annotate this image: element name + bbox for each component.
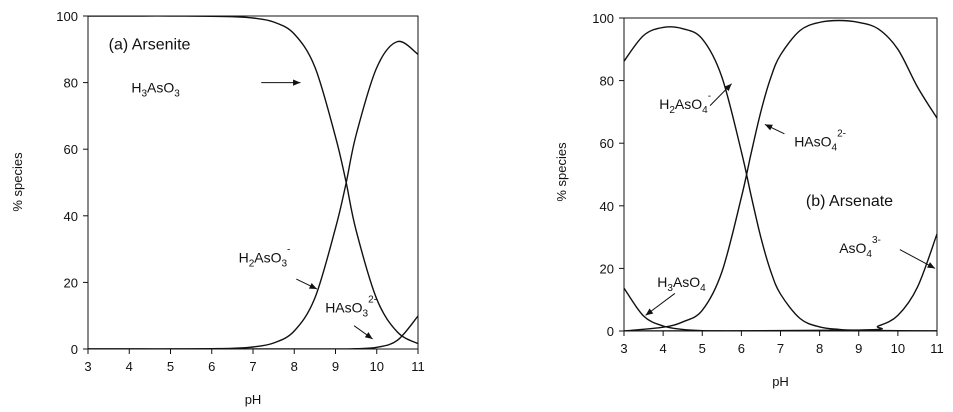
series-label-4-part-0: AsO <box>839 240 866 256</box>
y-axis-label: % species <box>10 152 25 212</box>
chart-panel-1: 3 4 5 6 7 8 9 10 11 0 20 40 60 80 100 pH % species (a) Ar… <box>10 9 425 407</box>
series-label-1-part-3: 3 <box>174 89 180 100</box>
chart-panel-2: 3 4 5 6 7 8 9 10 11 0 20 40 60 80 100 pH % species (b) Ar… <box>554 11 944 389</box>
y-tick-label: 80 <box>600 74 614 89</box>
y-tick-label: 60 <box>600 136 614 151</box>
series-label-2-part-3: 3 <box>281 258 287 269</box>
x-axis-label: pH <box>245 392 262 407</box>
x-tick-label: 7 <box>249 359 256 374</box>
series-label-2-part-4: - <box>708 91 711 102</box>
series-label-3-part-1: 3 <box>363 308 369 319</box>
annotation-arrowhead <box>764 124 773 131</box>
annotation-arrowhead <box>724 83 732 92</box>
y-tick-label: 0 <box>71 342 78 357</box>
x-axis-label: pH <box>772 374 789 389</box>
annotation-arrowhead <box>645 308 654 316</box>
y-tick-label: 100 <box>56 9 78 24</box>
series-label-1-part-2: AsO <box>673 274 700 290</box>
x-tick-label: 10 <box>370 359 384 374</box>
x-tick-label: 4 <box>126 359 133 374</box>
x-tick-label: 4 <box>660 341 667 356</box>
series-label-3-part-1: 4 <box>832 142 838 153</box>
series-label-1-part-2: AsO <box>147 80 174 96</box>
series-label-3-part-0: HAsO <box>794 133 831 149</box>
x-tick-label: 11 <box>411 359 425 374</box>
series-label-3: HAsO4 2- <box>794 128 846 153</box>
series-label-3: HAsO3 2- <box>325 294 377 319</box>
x-tick-label: 6 <box>208 359 215 374</box>
series-label-1-part-0: H <box>131 80 141 96</box>
series-label-2: H2AsO3- <box>239 244 291 269</box>
series-line-1 <box>624 287 937 331</box>
x-tick-label: 10 <box>891 341 905 356</box>
series-label-4-part-1: 4 <box>866 249 872 260</box>
series-line-4 <box>624 233 937 331</box>
x-tick-label: 11 <box>930 341 944 356</box>
annotation-arrowhead <box>364 332 373 340</box>
x-tick-label: 8 <box>291 359 298 374</box>
series-label-3-part-0: HAsO <box>325 299 362 315</box>
x-tick-label: 8 <box>816 341 823 356</box>
series-label-2-part-2: AsO <box>675 96 702 112</box>
x-tick-label: 9 <box>855 341 862 356</box>
series-label-2-part-1: 2 <box>669 105 675 116</box>
series-label-1: H3AsO3 <box>131 80 180 100</box>
annotation-arrowhead <box>927 262 936 269</box>
series-label-3-part-2: 2- <box>368 294 377 305</box>
y-tick-label: 60 <box>64 142 78 157</box>
y-tick-label: 100 <box>592 11 614 26</box>
series-label-2-part-3: 4 <box>702 105 708 116</box>
x-tick-label: 5 <box>699 341 706 356</box>
y-tick-label: 80 <box>64 76 78 91</box>
series-label-1-part-1: 3 <box>667 283 673 294</box>
series-line-1 <box>88 16 418 345</box>
series-label-2-part-0: H <box>659 96 669 112</box>
series-label-2-part-2: AsO <box>254 249 281 265</box>
x-tick-label: 9 <box>332 359 339 374</box>
series-label-2-part-1: 2 <box>249 258 255 269</box>
y-tick-label: 40 <box>64 209 78 224</box>
x-tick-label: 7 <box>777 341 784 356</box>
x-tick-label: 5 <box>167 359 174 374</box>
series-line-3 <box>624 19 937 331</box>
series-label-1-part-0: H <box>657 274 667 290</box>
y-tick-label: 40 <box>600 199 614 214</box>
series-label-4: AsO43- <box>839 235 881 260</box>
series-label-2: H2AsO4- <box>659 91 711 116</box>
series-label-1-part-3: 4 <box>700 283 706 294</box>
series-line-3 <box>88 315 418 349</box>
series-label-1: H3AsO4 <box>657 274 706 294</box>
series-label-3-part-2: 2- <box>837 128 846 139</box>
x-tick-label: 6 <box>738 341 745 356</box>
series-label-2-part-0: H <box>239 249 249 265</box>
y-tick-label: 20 <box>64 275 78 290</box>
y-axis-label: % species <box>554 142 569 202</box>
annotation-arrowhead <box>308 283 317 290</box>
series-label-2-part-4: - <box>287 244 290 255</box>
y-tick-label: 0 <box>607 324 614 339</box>
panel-label: (b) Arsenate <box>806 193 893 210</box>
panel-label: (a) Arsenite <box>109 36 191 53</box>
x-tick-label: 3 <box>84 359 91 374</box>
y-tick-label: 20 <box>600 261 614 276</box>
series-label-4-part-2: 3- <box>872 235 881 246</box>
x-tick-label: 3 <box>620 341 627 356</box>
annotation-arrowhead <box>293 79 301 86</box>
series-label-1-part-1: 3 <box>141 89 147 100</box>
